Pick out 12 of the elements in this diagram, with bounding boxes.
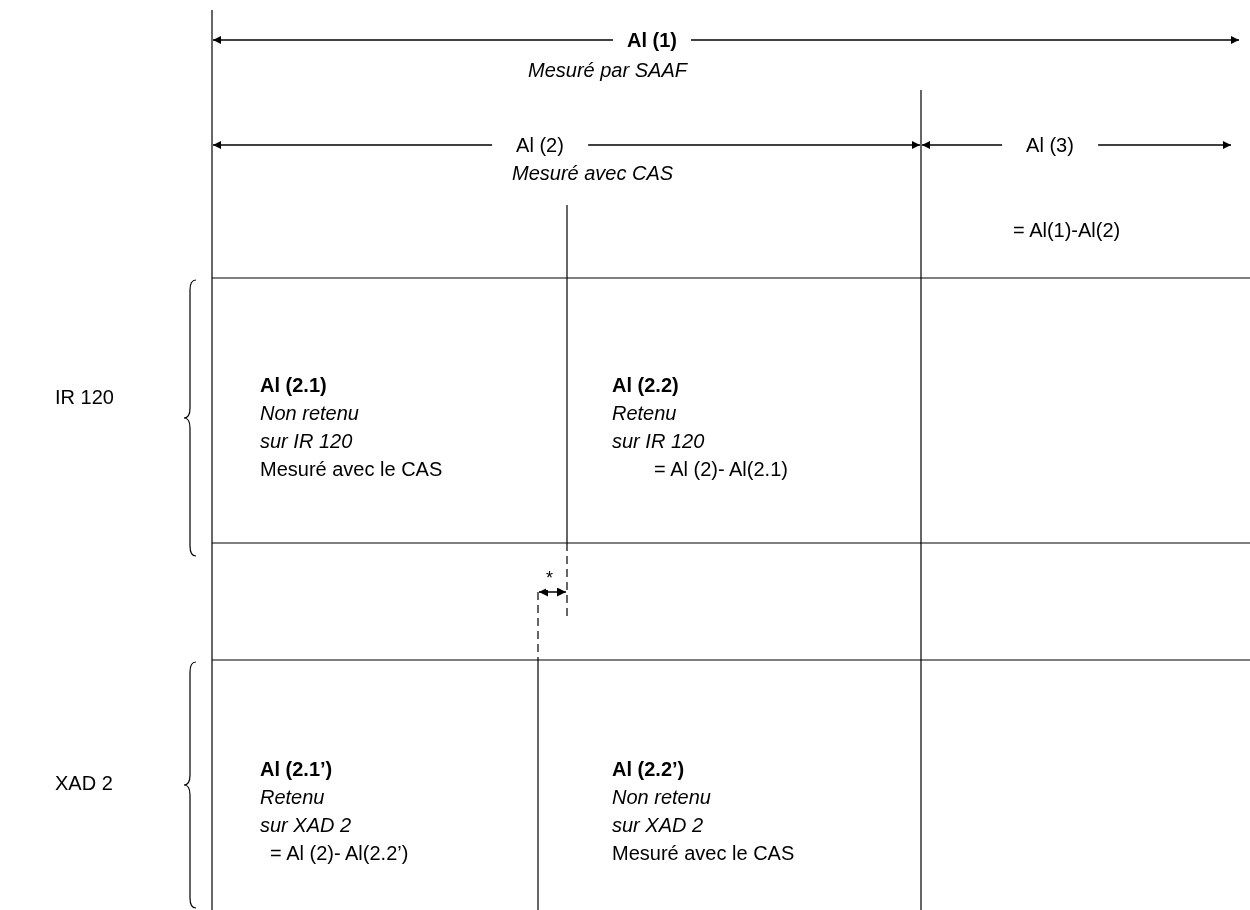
fraction-description: Retenu sur XAD 2: [260, 785, 353, 838]
fraction-heading: Al (2.2’): [612, 757, 685, 782]
fraction-formula: Mesuré avec le CAS: [612, 841, 795, 866]
fraction-description: Non retenu sur IR 120: [260, 401, 360, 454]
fraction-heading: Al (2.2): [612, 373, 679, 398]
fraction-formula: = Al (2)- Al(2.1): [653, 457, 788, 482]
fraction-description: Non retenu sur XAD 2: [612, 785, 712, 838]
fraction-heading: Al (2.1’): [260, 757, 333, 782]
fraction-heading: Al (2.1): [260, 373, 327, 398]
fraction-description: Retenu sur IR 120: [612, 401, 706, 454]
fraction-formula: Mesuré avec le CAS: [260, 457, 443, 482]
fraction-formula: = Al (2)- Al(2.2’): [269, 841, 409, 866]
